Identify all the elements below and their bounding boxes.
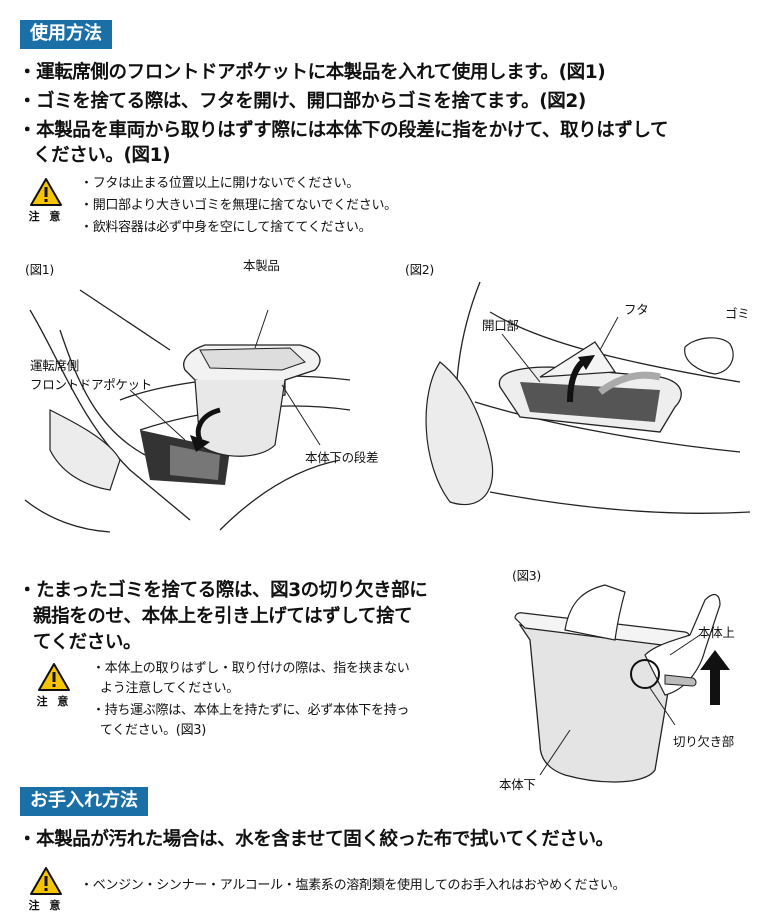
fig2-label: (図2) — [405, 262, 435, 277]
disposal-line-2: 親指をのせ、本体上を引き上げてはずして捨て — [33, 606, 413, 627]
figure-1-illustration — [24, 289, 351, 533]
fig1-product-label: 本製品 — [243, 258, 280, 273]
disposal-caution-1: ・本体上の取りはずし・取り付けの際は、指を挟まない — [92, 661, 410, 676]
warning-icon — [30, 867, 62, 895]
fig3-label: (図3) — [512, 568, 542, 583]
caution-block-3: 注 意 — [26, 866, 66, 913]
figure-2-illustration — [425, 281, 751, 514]
warning-icon — [38, 663, 70, 691]
disposal-caution-1-cont: よう注意してください。 — [100, 681, 239, 696]
fig2-lid-label: フタ — [624, 302, 649, 317]
caution-block-2: 注 意 — [34, 662, 74, 709]
fig1-step-label: 本体下の段差 — [305, 450, 379, 465]
caution-text-1: ・フタは止まる位置以上に開けないでください。 — [80, 176, 360, 191]
fig2-opening-label: 開口部 — [482, 318, 519, 333]
caution-text-2: ・開口部より大きいゴミを無理に捨てないでください。 — [80, 198, 397, 213]
usage-bullet-2: ・ゴミを捨てる際は、フタを開け、開口部からゴミを捨てます。(図2) — [18, 91, 586, 112]
fig2-trash-label: ゴミ — [725, 306, 750, 321]
caution-text-3: ・飲料容器は必ず中身を空にして捨ててください。 — [80, 220, 372, 235]
usage-bullet-3: ・本製品を車両から取りはずす際には本体下の段差に指をかけて、取りはずして — [18, 120, 669, 141]
caution-label: 注 意 — [28, 210, 64, 223]
caution-label: 注 意 — [28, 899, 64, 912]
warning-icon — [30, 178, 62, 206]
care-caution: ・ベンジン・シンナー・アルコール・塩素系の溶剤類を使用してのお手入れはおやめくだ… — [80, 878, 626, 893]
disposal-line-3: てください。 — [33, 632, 142, 653]
fig3-notch-label: 切り欠き部 — [673, 734, 735, 749]
section-header-usage: 使用方法 — [20, 20, 112, 49]
disposal-caution-2: ・持ち運ぶ際は、本体上を持たずに、必ず本体下を持っ — [92, 703, 410, 718]
usage-bullet-1: ・運転席側のフロントドアポケットに本製品を入れて使用します。(図1) — [18, 62, 606, 83]
figure-3-illustration — [514, 584, 730, 783]
fig1-pocket-label-1: 運転席側 — [30, 358, 79, 373]
fig1-label: (図1) — [25, 262, 55, 277]
fig1-pocket-label-2: フロントドアポケット — [30, 377, 153, 392]
care-bullet: ・本製品が汚れた場合は、水を含ませて固く絞った布で拭いてください。 — [18, 829, 614, 850]
usage-bullet-3-cont: ください。(図1) — [33, 145, 171, 166]
section-header-care: お手入れ方法 — [20, 787, 148, 816]
disposal-line-1: ・たまったゴミを捨てる際は、図3の切り欠き部に — [18, 580, 428, 601]
fig3-upper-label: 本体上 — [698, 625, 735, 640]
caution-label: 注 意 — [36, 695, 72, 708]
disposal-caution-2-cont: てください。(図3) — [100, 723, 207, 738]
fig3-lower-label: 本体下 — [499, 777, 536, 792]
caution-block-1: 注 意 — [26, 177, 66, 224]
